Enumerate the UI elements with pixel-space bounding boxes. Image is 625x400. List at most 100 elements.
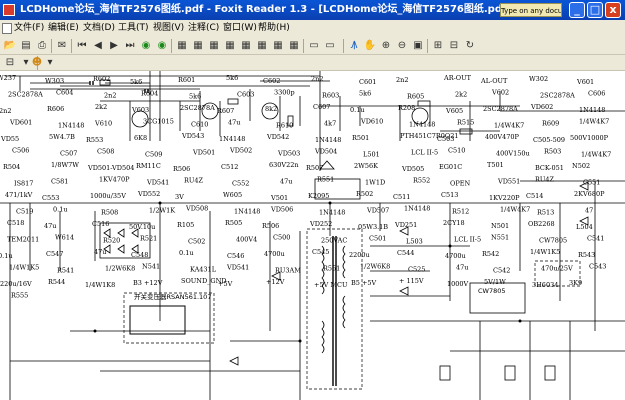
schematic-label: KA431L (190, 266, 217, 274)
schematic-label: C507 (60, 150, 77, 158)
schematic-label: R551 (317, 176, 334, 184)
schematic-label: R605 (407, 93, 424, 101)
maximize-button[interactable]: □ (587, 2, 603, 18)
page-layout-icon[interactable]: ▦ (177, 40, 187, 51)
prev-page-icon[interactable]: ◀ (94, 40, 102, 51)
schematic-label: 471/1kV (5, 191, 33, 199)
document-icon[interactable] (2, 23, 12, 34)
schematic-label: 5k6 (189, 93, 201, 101)
audio-section (5, 71, 625, 171)
schematic-label: 47u (280, 178, 292, 186)
menu-edit[interactable]: 编辑(E) (48, 23, 79, 33)
save-icon[interactable]: ▤ (21, 40, 31, 51)
schematic-label: 5k6 (130, 78, 142, 86)
schematic-label: L503 (406, 238, 423, 246)
app-icon[interactable] (3, 4, 15, 16)
print-icon[interactable]: ⎙ (38, 40, 46, 51)
page-layout-icon[interactable]: ▦ (193, 40, 203, 51)
schematic-label: C511 (393, 193, 410, 201)
schematic-label: 1N4148 (234, 208, 260, 216)
schematic-label: 3H6034 (532, 281, 558, 289)
schematic-label: 1000V (447, 280, 469, 288)
menu-document[interactable]: 文档(D) (83, 23, 115, 33)
forward-icon[interactable]: ◉ (157, 40, 167, 51)
menu-file[interactable]: 文件(F) (14, 23, 45, 33)
page-layout-icon[interactable]: ▦ (289, 40, 299, 51)
schematic-label: C552 (232, 180, 249, 188)
close-button[interactable]: x (605, 2, 621, 18)
menu-tools[interactable]: 工具(T) (118, 23, 149, 33)
schematic-label: C516 (92, 220, 109, 228)
dropdown-icon[interactable]: ▾ (47, 57, 53, 68)
page-layout-icon[interactable]: ▦ (209, 40, 219, 51)
schematic-label: 1/4W1K5 (9, 264, 39, 272)
schematic-label: 2200u (349, 251, 370, 259)
bookmark-icon[interactable]: ▾ (23, 57, 29, 68)
smiley-icon[interactable]: ☻ (31, 57, 43, 68)
back-icon[interactable]: ◉ (141, 40, 151, 51)
schematic-label: VD503 (277, 150, 300, 158)
schematic-label: 1N4148 (404, 205, 430, 213)
fit-page-icon[interactable]: ⊞ (433, 40, 443, 51)
schematic-label: VD601 (9, 119, 32, 127)
page-layout-icon[interactable]: ▦ (225, 40, 235, 51)
schematic-label: 1KV220P (489, 194, 520, 202)
hand-icon[interactable]: ✋ (363, 40, 377, 51)
menu-comments[interactable]: 注释(C) (188, 23, 220, 33)
schematic-label: C581 (51, 178, 68, 186)
promo-banner[interactable]: Type on any document, FREE! (500, 3, 562, 17)
last-page-icon[interactable]: ⏭ (125, 40, 135, 51)
toolbar-separator (51, 39, 52, 53)
minimize-button[interactable]: _ (569, 2, 585, 18)
schematic-label: N501 (491, 222, 509, 230)
schematic-label: EG01C (439, 163, 462, 171)
schematic-label: 1/4W4K7 (494, 122, 524, 130)
schematic-label: VD508 (185, 205, 208, 213)
schematic-label: C512 (221, 163, 238, 171)
schematic-label: 6K8 (134, 134, 147, 142)
schematic-label: 500V1000P (570, 134, 609, 142)
rotate-icon[interactable]: ↻ (465, 40, 475, 51)
schematic-label: R541 (57, 267, 74, 275)
schematic-label: VD504 (314, 148, 337, 156)
schematic-label: 2n2 (311, 75, 323, 83)
schematic-label: RU4Z (535, 176, 555, 184)
email-icon[interactable]: ✉ (57, 40, 67, 51)
page-icon[interactable]: ▭ (309, 40, 319, 51)
open-icon[interactable]: 📂 (3, 40, 17, 51)
page-icon[interactable]: ▭ (325, 40, 335, 51)
snapshot-icon[interactable]: ▣ (413, 40, 423, 51)
zoom-in-icon[interactable]: ⊕ (381, 40, 391, 51)
next-page-icon[interactable]: ▶ (110, 40, 118, 51)
schematic-label: VD541 (226, 264, 249, 272)
schematic-label: BCK-051 (535, 164, 564, 172)
first-page-icon[interactable]: ⏮ (77, 40, 87, 51)
schematic-label: 0.1u (179, 249, 194, 257)
text-select-icon[interactable]: Ꙟ (350, 40, 358, 51)
schematic-label: 1/4W4K7 (500, 206, 530, 214)
schematic-label: AL-OUT (480, 77, 508, 85)
schematic-label: R544 (48, 278, 65, 286)
schematic-label: C610 (191, 121, 208, 129)
schematic-label: V601 (576, 78, 594, 86)
menu-window[interactable]: 窗口(W) (223, 23, 257, 33)
schematic-label: C509 (145, 151, 162, 159)
schematic-label: V602 (491, 89, 509, 97)
schematic-label: C506 (12, 147, 29, 155)
schematic-label: 5W4.7B (49, 133, 75, 141)
schematic-label: R512 (452, 208, 469, 216)
fit-width-icon[interactable]: ⊟ (449, 40, 459, 51)
page-layout-icon[interactable]: ▦ (273, 40, 283, 51)
menu-help[interactable]: 帮助(H) (258, 23, 290, 33)
menu-view[interactable]: 视图(V) (153, 23, 185, 33)
zoom-out-icon[interactable]: ⊖ (397, 40, 407, 51)
schematic-label: C547 (46, 250, 63, 258)
schematic-label: VD610 (360, 118, 383, 126)
page-layout-icon[interactable]: ▦ (241, 40, 251, 51)
schematic-label: B3 +12V (133, 279, 163, 287)
bookmark-icon[interactable]: ⊟ (5, 57, 15, 68)
schematic-label: R553 (86, 136, 103, 144)
schematic-label: VD551 (497, 178, 520, 186)
page-layout-icon[interactable]: ▦ (257, 40, 267, 51)
